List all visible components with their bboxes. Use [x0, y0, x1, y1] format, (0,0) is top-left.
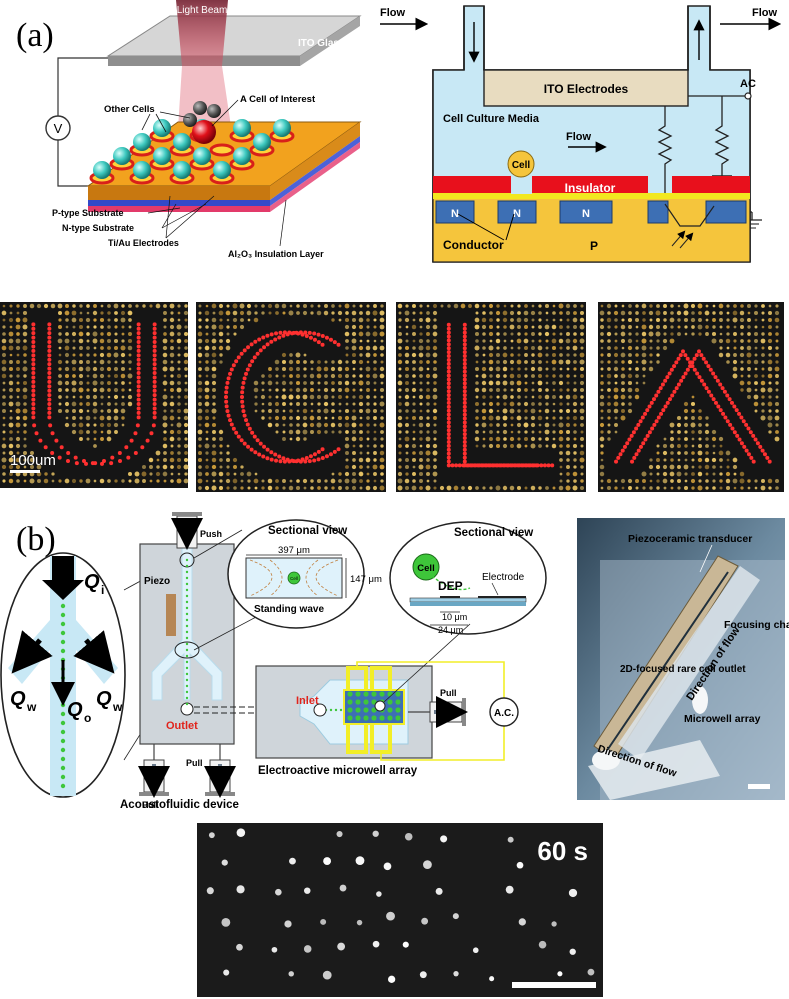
micrograph-c: [196, 302, 386, 492]
outlet-photo-label: 2D-focused rare cell outlet: [620, 664, 746, 675]
dep-label: DEP: [438, 579, 463, 593]
n-well-label-2: N: [513, 208, 521, 220]
cell-sphere: [113, 147, 131, 165]
section1-cell-label: Cell: [290, 576, 298, 581]
other-cells-label: Other Cells: [104, 104, 155, 115]
media-label: Cell Culture Media: [443, 113, 540, 125]
flow-junction-zoom: Q i Q w Q w Q o: [0, 552, 126, 798]
push-label: Push: [200, 529, 222, 539]
width-dimension: 397 μm: [278, 545, 310, 556]
fluorescence-scale-bar: [512, 982, 596, 988]
dimension-24um: 24 μm: [438, 625, 463, 635]
height-dimension: 147 μm: [350, 574, 382, 585]
cell-sphere: [233, 147, 251, 165]
cross-section-diagram: ITO Electrodes AC Flow Flow Cell Culture…: [380, 5, 782, 268]
array-caption: Electroactive microwell array: [258, 765, 418, 777]
cell-sphere: [193, 147, 211, 165]
inlet-label: Inlet: [296, 695, 319, 707]
scale-bar-label: 100um: [10, 452, 56, 469]
scale-bar: [10, 470, 40, 473]
dimension-10um: 10 μm: [442, 612, 467, 622]
microwell-label: Microwell array: [684, 713, 761, 725]
cell-of-interest: [192, 120, 216, 144]
device-photo: Piezoceramic transducer Direction of flo…: [577, 518, 789, 800]
photo-scale-bar: [748, 784, 770, 789]
fluorescence-image: 60 s: [197, 823, 603, 997]
n-well-label-3: N: [582, 208, 590, 220]
sectional-view-standing-wave: Sectional view 397 μm Cell 147 μm Standi…: [227, 519, 382, 629]
cell-of-interest-label: A Cell of Interest: [240, 94, 316, 105]
acoustofluidic-device: Piezo Outlet Push Pull Pull Acoustofluid…: [120, 512, 314, 811]
p-type-label: P-type Substrate: [52, 208, 124, 218]
voltmeter-label: V: [54, 121, 63, 136]
device-caption: Acoustofluidic device: [120, 799, 239, 811]
array-ac-label: A.C.: [494, 708, 514, 719]
q-w-right-subscript: w: [112, 700, 123, 714]
q-i-subscript: i: [101, 583, 104, 597]
cell-sphere: [153, 119, 171, 137]
ac-label: AC: [740, 78, 756, 90]
section2-cell-label: Cell: [417, 563, 434, 574]
q-o-label: Q: [67, 699, 83, 721]
q-o-subscript: o: [84, 711, 91, 725]
cell-label: Cell: [512, 160, 531, 171]
cell-sphere: [507, 150, 535, 178]
time-label: 60 s: [537, 836, 588, 866]
cell-sphere: [233, 119, 251, 137]
cell-sphere: [93, 161, 111, 179]
flow-out-label: Flow: [752, 7, 777, 19]
conductor-label: Conductor: [443, 238, 504, 252]
ito-electrodes: [483, 69, 689, 107]
standing-wave-label: Standing wave: [254, 604, 324, 615]
electrode-label: Electrode: [482, 572, 525, 583]
array-pull-label: Pull: [440, 688, 457, 698]
piezo-label: Piezo: [144, 576, 170, 587]
micrograph-l: [396, 302, 586, 492]
q-w-right-label: Q: [96, 688, 112, 710]
flow-mid-label: Flow: [566, 131, 591, 143]
cell-sphere: [173, 161, 191, 179]
electrode-ring: [209, 143, 235, 157]
ito-electrodes-label: ITO Electrodes: [544, 82, 629, 96]
micrograph-u: [0, 302, 189, 488]
pull-right-label: Pull: [186, 758, 203, 768]
n-well-label-1: N: [451, 208, 459, 220]
q-i-label: Q: [84, 571, 100, 593]
insulator-label: Insulator: [565, 181, 616, 195]
flow-in-label: Flow: [380, 7, 405, 19]
sectional-view-2-title: Sectional view: [454, 527, 533, 539]
chip-3d-illustration: (a) V ITO Glass Light Beam Other Cells: [16, 0, 362, 259]
cell-sphere: [133, 161, 151, 179]
focusing-label-1: Focusing channel: [724, 619, 789, 631]
electroactive-microwell-array: Inlet Pull A.C. Electroactive microwell …: [255, 623, 519, 777]
light-beam-label: Light Beam: [177, 5, 228, 16]
insulation-label: Al₂O₃ Insulation Layer: [228, 249, 324, 259]
ito-glass-label: ITO Glass: [298, 38, 345, 49]
voltmeter-icon: [45, 115, 71, 141]
outlet-label: Outlet: [166, 720, 198, 732]
electrodes-label: Ti/Au Electrodes: [108, 238, 179, 248]
ucla-micrographs: [0, 302, 784, 492]
pull-left-label: Pull: [142, 800, 159, 810]
n-type-label: N-type Substrate: [62, 223, 134, 233]
panel-a-letter: (a): [16, 17, 54, 54]
cell-sphere: [273, 119, 291, 137]
cell-sphere: [213, 161, 231, 179]
cell-sphere: [253, 133, 271, 151]
light-beam: [176, 0, 228, 66]
cell-sphere: [153, 147, 171, 165]
panel-b-letter: (b): [16, 521, 56, 558]
p-label: P: [590, 239, 598, 253]
sectional-view-dep: Sectional view Cell DEP Electrode 10 μm …: [389, 521, 547, 635]
micrograph-a: [598, 302, 784, 492]
transducer-label: Piezoceramic transducer: [628, 533, 752, 545]
q-w-left-label: Q: [10, 688, 26, 710]
sectional-view-1-title: Sectional view: [268, 525, 347, 537]
piezo-transducer: [166, 594, 176, 636]
cell-sphere: [133, 133, 151, 151]
q-w-left-subscript: w: [26, 700, 37, 714]
cell-sphere: [173, 133, 191, 151]
